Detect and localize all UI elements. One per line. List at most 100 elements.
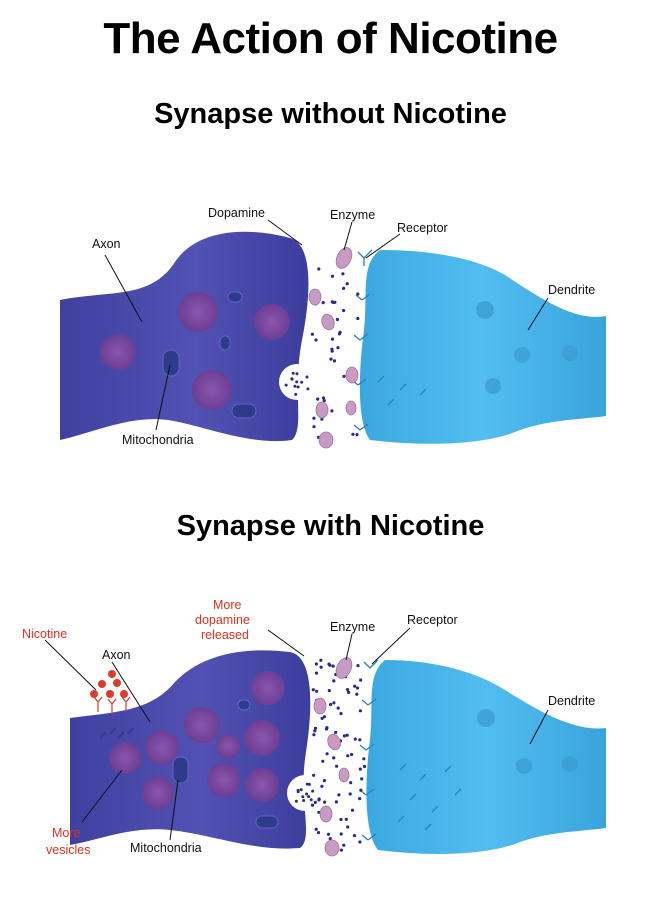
enzyme-molecule [313,697,327,715]
panel-1-subtitle: Synapse without Nicotine [154,98,507,130]
dopamine-molecule [314,662,318,666]
vesicle [216,734,240,758]
axon-label: Axon [92,237,121,251]
dopamine-molecule [358,738,362,742]
vesicle [184,707,220,743]
mitochondrion [219,335,231,351]
dopamine-molecule [315,689,319,693]
dopamine-molecule [330,274,335,278]
dopamine-molecule [319,658,323,662]
vesicle [245,768,279,802]
dopamine-molecule [305,375,309,379]
dopamine-molecule [359,678,363,682]
dopamine-molecule [317,797,321,801]
dopamine-molecule [331,300,336,305]
receptor-label: Receptor [407,613,458,627]
dopamine-molecule [335,317,339,322]
leader-lines [44,627,549,841]
dopamine-molecule [332,359,337,363]
enzyme-molecule [318,431,334,449]
dopamine-molecule [342,734,346,738]
dopamine-molecule [322,779,326,783]
enzyme-molecule [335,657,353,679]
dopamine-molecule [284,383,288,387]
dopamine-molecule [356,292,360,296]
dopamine-molecule [346,688,350,692]
enzyme-molecule [345,366,359,384]
dopamine-molecule [300,380,304,384]
dopamine-molecule [312,425,316,429]
receptors [359,659,462,841]
dopamine-molecule [295,380,299,384]
dopamine-molecule [321,301,325,305]
dopamine-molecule [330,409,334,413]
enzymes [313,657,353,857]
dopamine-molecule [342,286,346,290]
enzyme-molecule [335,247,353,269]
dopamine-molecule [358,709,362,713]
mitochondrion [231,403,257,419]
mitochondrion [237,699,251,711]
enzyme-molecule [324,839,340,857]
nicotine-receptors [90,670,135,739]
dendrite-body [366,660,606,854]
dopamine-molecule [299,788,303,792]
vesicle [145,731,179,765]
enzyme-molecule [327,733,341,751]
vesicle-releasing [287,775,323,811]
enzyme-molecule [338,767,350,783]
enzyme-label: Enzyme [330,208,375,222]
dopamine-molecule [320,716,324,721]
dopamine-molecule [332,701,336,705]
dopamine-molecule [339,712,343,716]
dopamine-molecule [310,332,314,336]
dopamine-molecule [336,706,340,710]
dopamine-molecule [295,372,299,376]
more-dopamine-label-line2: dopamine [195,613,250,627]
dopamine-molecule [352,834,357,838]
dopamine-molecule [321,396,326,400]
dopamine-molecule [313,800,317,805]
mitochondrion [162,349,180,377]
dopamine-molecule [327,689,331,693]
dopamine-molecule [291,371,295,375]
dopamine-molecule [334,800,338,804]
dopamine-molecule [346,754,350,758]
vesicle [254,304,290,340]
dopamine-molecule [310,803,315,807]
dopamine-molecule [355,692,359,696]
dopamine-molecule [342,374,346,378]
dopamine-molecule [360,777,364,781]
dendrite-spots [477,709,578,774]
dopamine-molecule [307,782,311,786]
leader-lines [104,219,549,431]
dopamine-molecule [302,799,306,802]
dopamine-molecule [301,795,305,799]
dopamine-molecule [332,756,336,760]
dopamine-molecule [305,792,309,796]
dopamine-molecule [346,825,350,829]
vesicle [142,777,174,809]
vesicle [192,370,232,410]
dopamine-molecule [313,729,317,733]
dopamine-molecule [348,792,352,796]
enzyme-molecule [315,401,329,419]
dopamine-molecule [319,665,323,669]
dendrite-spots [476,301,578,394]
dopamine-molecule [332,679,336,683]
dopamine-molecule [296,790,300,794]
dopamine-molecule [290,377,294,381]
dopamine-molecule [356,316,360,321]
mitochondrion [255,815,279,829]
dopamine-molecule [314,671,319,675]
mitochondria-label: Mitochondria [122,433,194,447]
dopamine-molecule [323,800,327,804]
panel-2: More dopamine released Enzyme Receptor N… [22,598,606,857]
mitochondria-label: Mitochondria [130,841,202,855]
vesicle [207,763,241,797]
dopamine-molecule [331,664,335,668]
dopamine-molecule [339,817,343,822]
dopamine-molecule [353,684,357,688]
dopamine-molecule [316,831,321,835]
